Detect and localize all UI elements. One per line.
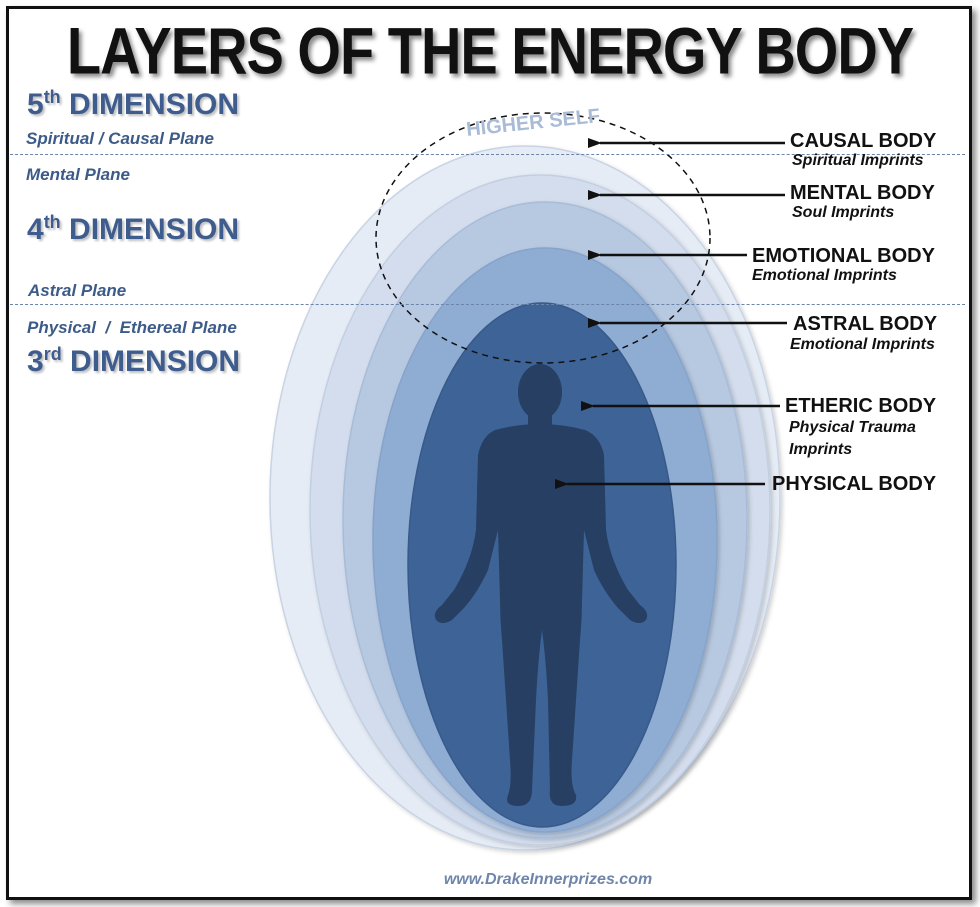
dimension-4-label: 4th DIMENSION: [27, 212, 240, 246]
etheric-body-sub-2: Imprints: [789, 441, 853, 458]
astral-plane-label: Astral Plane: [28, 281, 127, 300]
astral-body-sub: Emotional Imprints: [790, 336, 935, 353]
spiritual-plane-label: Spiritual / Causal Plane: [26, 129, 215, 148]
higher-self-circle: [375, 112, 711, 364]
physical-plane-label: Physical / Ethereal Plane: [27, 318, 237, 337]
mental-body-label: MENTAL BODY: [790, 182, 935, 204]
causal-body-sub: Spiritual Imprints: [792, 152, 924, 169]
page-title: LAYERS OF THE ENERGY BODY: [66, 13, 914, 88]
etheric-body-label: ETHERIC BODY: [785, 395, 937, 417]
mental-body-sub: Soul Imprints: [792, 204, 895, 221]
emotional-body-sub: Emotional Imprints: [752, 267, 897, 284]
dimension-3-label: 3rd DIMENSION: [27, 344, 241, 378]
physical-body-label: PHYSICAL BODY: [772, 473, 937, 495]
astral-body-label: ASTRAL BODY: [793, 313, 938, 335]
dimension-5-label: 5th DIMENSION: [27, 87, 240, 121]
plane-divider-upper: [10, 154, 965, 155]
causal-body-label: CAUSAL BODY: [790, 130, 937, 152]
emotional-body-label: EMOTIONAL BODY: [752, 245, 935, 267]
plane-divider-lower: [10, 304, 965, 305]
mental-plane-label: Mental Plane: [26, 165, 130, 184]
etheric-body-sub: Physical Trauma: [789, 419, 916, 436]
human-silhouette: [434, 364, 648, 806]
footer-url: www.DrakeInnerprizes.com: [443, 871, 653, 888]
